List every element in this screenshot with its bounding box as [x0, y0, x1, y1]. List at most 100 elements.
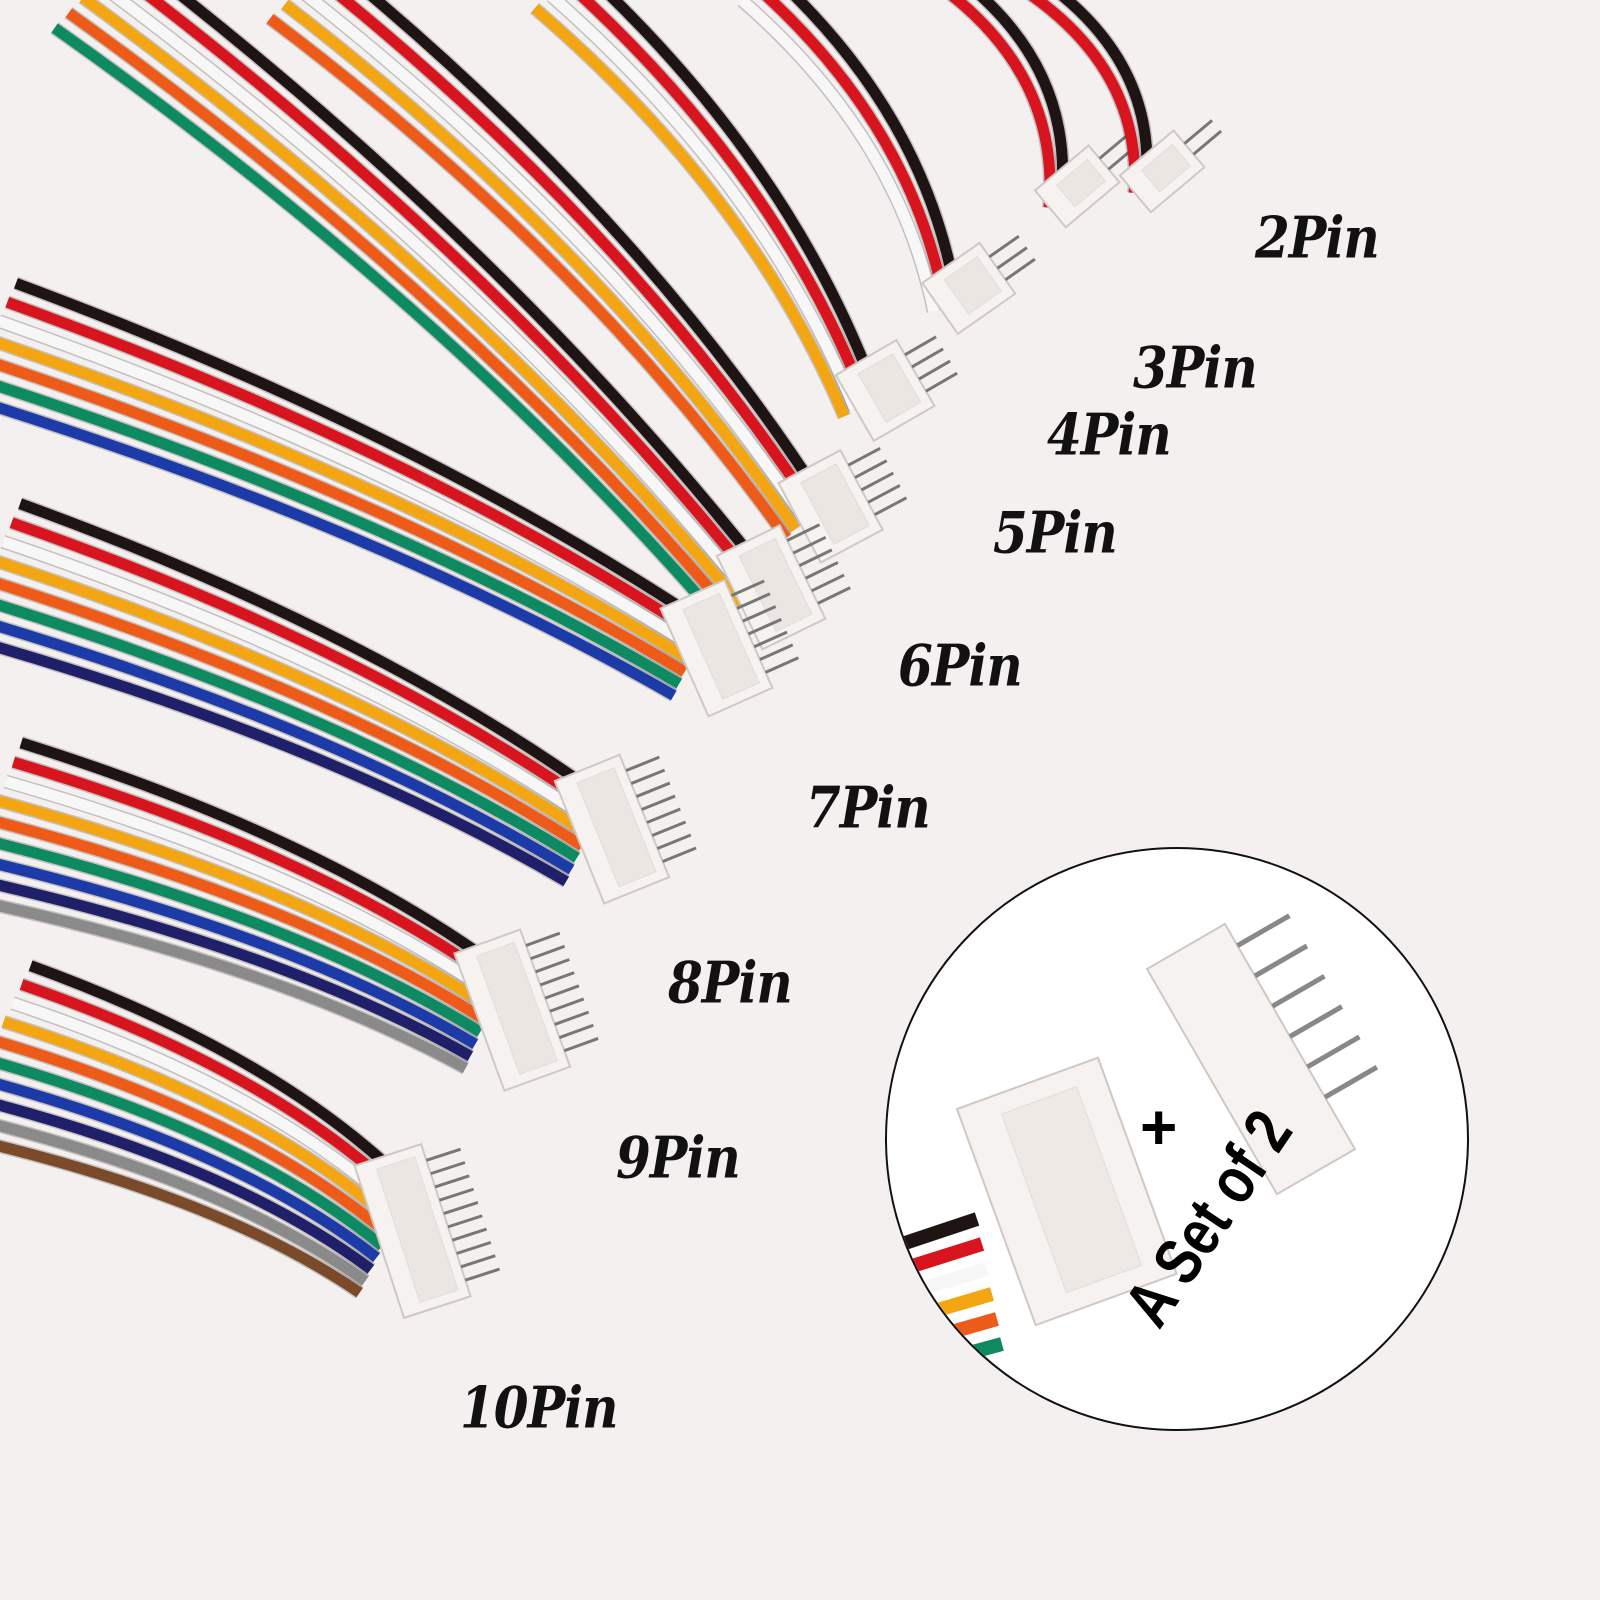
wire-white: [0, 315, 699, 653]
inset-header: [1145, 913, 1379, 1196]
label-8pin: 8Pin: [668, 948, 793, 1017]
connector-pin: [651, 820, 687, 837]
connector-pin: [1098, 134, 1129, 160]
connector-pin: [425, 1147, 462, 1162]
connector-pin: [792, 535, 827, 555]
wire-red: [5, 296, 704, 641]
connector-pin: [563, 1037, 599, 1053]
connector-pin: [918, 359, 951, 381]
wire-red: [948, 0, 1056, 209]
connector-pin: [656, 833, 692, 850]
wire-navy: [0, 642, 569, 887]
cable-6pin: [50, 0, 851, 651]
connector-pin: [554, 1010, 590, 1026]
wire-red: [762, 0, 951, 306]
connector-pin: [549, 997, 585, 1013]
wire-green: [0, 1057, 386, 1251]
connector-pin: [730, 579, 765, 597]
connector-2pin: [1118, 119, 1223, 214]
wire-black: [368, 0, 829, 506]
wire-blue: [0, 1078, 380, 1262]
wire-black: [19, 737, 508, 977]
connector-pin: [854, 459, 888, 479]
wire-white: [303, 0, 810, 524]
wire-yellow: [1, 1016, 398, 1227]
connector-pin: [460, 1254, 496, 1269]
wire-red: [145, 0, 763, 590]
connector-pin: [817, 586, 851, 605]
connector-pin: [535, 958, 570, 974]
cable-10pin: [0, 959, 501, 1320]
wire-orange: [0, 816, 488, 1025]
connector-pin: [904, 335, 937, 357]
connector-pin: [786, 523, 821, 542]
connector-pin: [764, 656, 800, 674]
connector-window: [738, 537, 813, 633]
label-6pin: 6Pin: [898, 631, 1023, 700]
connector-pin: [804, 561, 839, 580]
wire-navy: [0, 1099, 375, 1274]
connector-pin: [434, 1174, 470, 1189]
label-9pin: 9Pin: [616, 1123, 741, 1192]
wire-yellow: [531, 4, 850, 419]
wire-black: [28, 960, 415, 1192]
connector-window: [1141, 143, 1192, 193]
connector-pin: [641, 794, 676, 811]
connector-4pin: [834, 335, 958, 443]
plus-sign: +: [1140, 1091, 1178, 1163]
wire-green: [0, 599, 580, 863]
wire-white: [547, 0, 860, 411]
connector-3pin: [920, 234, 1036, 336]
wire-orange: [266, 14, 791, 542]
wire-red: [336, 0, 820, 515]
wire-orange: [0, 359, 688, 677]
wire-grey: [0, 900, 469, 1074]
wire-blue: [0, 402, 677, 701]
wire-white: [738, 0, 940, 313]
connector-window: [475, 941, 558, 1076]
connector-window: [1056, 158, 1107, 208]
connector-window: [376, 1156, 459, 1303]
wire-orange: [65, 8, 736, 618]
wire-yellow: [0, 337, 693, 665]
connector-window: [682, 592, 760, 700]
wire-green: [0, 380, 682, 689]
connector-pin: [662, 846, 697, 863]
wire-blue: [0, 621, 575, 875]
connector-pin: [630, 768, 666, 785]
connector-pin: [759, 643, 794, 661]
connector-7pin: [659, 578, 800, 718]
label-7pin: 7Pin: [806, 773, 931, 842]
connector-pin: [558, 1023, 594, 1039]
wire-yellow: [79, 0, 745, 609]
label-4pin: 4Pin: [1047, 400, 1172, 469]
wire-red: [11, 756, 503, 989]
connector-10pin: [353, 1142, 501, 1320]
connector-pin: [544, 984, 580, 1000]
wire-navy: [0, 879, 474, 1061]
wire-grey: [0, 1120, 369, 1286]
connector-pin: [873, 496, 908, 517]
wire-orange: [0, 1036, 392, 1239]
wire-yellow: [0, 795, 493, 1013]
connector-9pin: [453, 928, 599, 1092]
cable-3pin: [737, 0, 1036, 336]
connector-pin: [867, 484, 901, 504]
wire-red: [577, 0, 871, 404]
wire-black: [14, 278, 710, 630]
connector-pin: [1183, 119, 1214, 145]
label-10pin: 10Pin: [460, 1373, 619, 1442]
label-2pin: 2Pin: [1255, 203, 1380, 272]
wire-brown: [0, 1140, 363, 1298]
connector-pin: [736, 592, 771, 610]
connector-pin: [847, 447, 881, 467]
wire-black: [606, 0, 881, 396]
connector-pin: [925, 371, 958, 393]
connector-pin: [811, 573, 845, 593]
connector-pin: [988, 234, 1020, 259]
connector-pin: [539, 971, 575, 987]
connector-pin: [464, 1267, 501, 1282]
connector-2pin: [1033, 134, 1138, 229]
wire-yellow: [0, 556, 591, 839]
